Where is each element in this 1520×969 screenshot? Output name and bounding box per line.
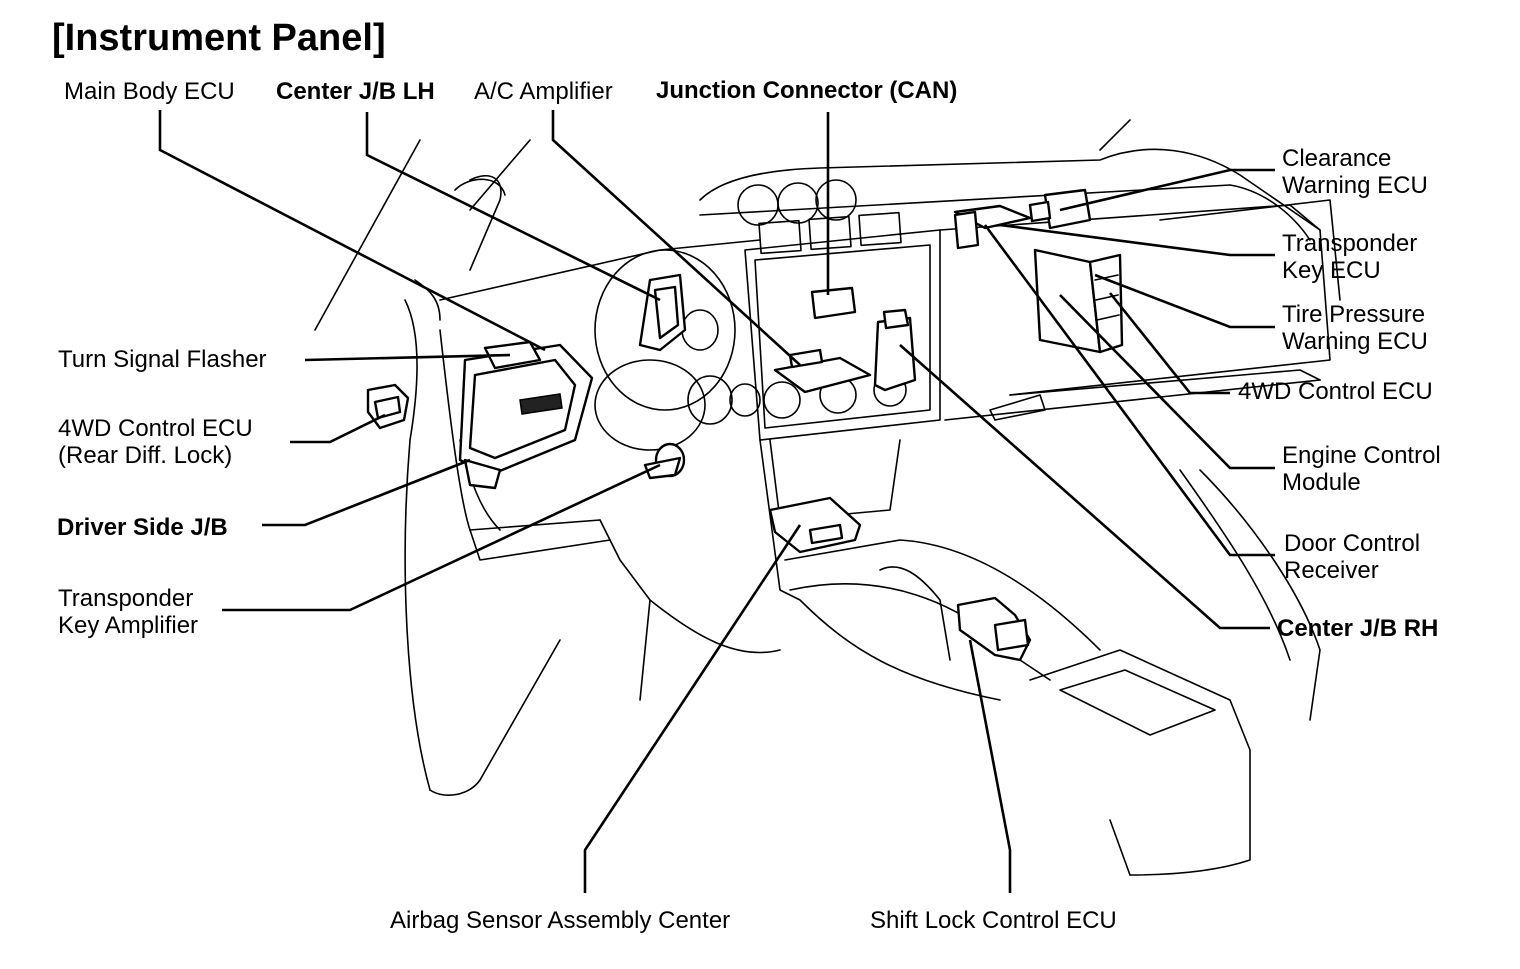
center-jb-lh-component (638, 273, 687, 352)
label-4wd-control-ecu-right: 4WD Control ECU (1238, 378, 1433, 405)
label-junction-connector-can: Junction Connector (CAN) (656, 77, 958, 104)
label-airbag-sensor-assembly-center: Airbag Sensor Assembly Center (390, 907, 731, 934)
leader-transponder-key-amplifier (222, 463, 661, 612)
dashboard-outline (314, 119, 1341, 876)
label-ac-amplifier: A/C Amplifier (474, 78, 613, 105)
transponder-key-amplifier-component (643, 442, 686, 480)
leader-4wd-control-ecu-right (1108, 292, 1230, 395)
label-transponder-key-ecu: Transponder Key ECU (1282, 230, 1418, 284)
leader-center-jb-lh (365, 112, 661, 302)
leader-turn-signal-flasher (304, 353, 511, 362)
leader-ac-amplifier (551, 110, 801, 366)
label-clearance-warning-ecu: Clearance Warning ECU (1282, 145, 1428, 199)
components (366, 188, 1124, 662)
leader-main-body-ecu (158, 110, 546, 352)
shift-lock-control-ecu-component (956, 596, 1032, 662)
engine-control-module-component (1033, 248, 1124, 354)
label-turn-signal-flasher: Turn Signal Flasher (58, 346, 267, 373)
leader-door-control-receiver (983, 224, 1275, 557)
leader-driver-side-jb (262, 458, 471, 527)
leader-lines (158, 110, 1275, 893)
label-engine-control-module: Engine Control Module (1282, 442, 1441, 496)
label-door-control-receiver: Door Control Receiver (1284, 530, 1421, 584)
airbag-sensor-component (768, 496, 862, 554)
leader-4wd-control-ecu-rear (290, 413, 386, 444)
label-driver-side-jb: Driver Side J/B (57, 514, 228, 541)
leader-center-jb-rh (899, 344, 1270, 630)
leader-shift-lock-control-ecu (968, 639, 1012, 893)
label-tire-pressure-warning-ecu: Tire Pressure Warning ECU (1282, 301, 1428, 355)
center-jb-rh-component (873, 308, 917, 392)
page-title: [Instrument Panel] (52, 17, 386, 59)
label-center-jb-rh: Center J/B RH (1277, 615, 1439, 642)
junction-connector-can-component (810, 286, 857, 320)
transponder-key-ecu-component (953, 204, 1032, 250)
label-main-body-ecu: Main Body ECU (64, 78, 235, 105)
leader-clearance-warning-ecu (1059, 168, 1275, 212)
label-transponder-key-amplifier: Transponder Key Amplifier (58, 585, 199, 639)
label-shift-lock-control-ecu: Shift Lock Control ECU (870, 907, 1117, 934)
label-center-jb-lh: Center J/B LH (276, 78, 435, 105)
leader-airbag-sensor (583, 524, 802, 893)
leader-tire-pressure-warning-ecu (1094, 273, 1275, 329)
leader-engine-control-module (1059, 294, 1275, 470)
driver-side-jb-component (458, 340, 594, 490)
leader-transponder-key-ecu (999, 223, 1275, 257)
label-4wd-control-ecu-rear: 4WD Control ECU (Rear Diff. Lock) (58, 415, 253, 469)
